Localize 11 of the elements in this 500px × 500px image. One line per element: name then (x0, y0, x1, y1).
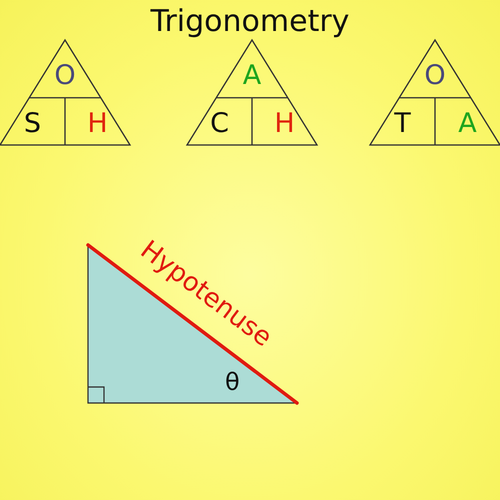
formula-letter: A (458, 110, 477, 137)
formula-letter: A (242, 62, 262, 89)
formula-letter: C (210, 110, 229, 137)
formula-letter: H (87, 110, 108, 137)
angle-symbol: θ (225, 370, 240, 394)
formula-letter: O (424, 62, 446, 89)
formula-letter: T (394, 110, 411, 137)
title: Trigonometry (150, 7, 350, 37)
formula-letter: O (54, 62, 76, 89)
formula-letter: H (274, 110, 295, 137)
formula-letter: S (24, 110, 42, 137)
